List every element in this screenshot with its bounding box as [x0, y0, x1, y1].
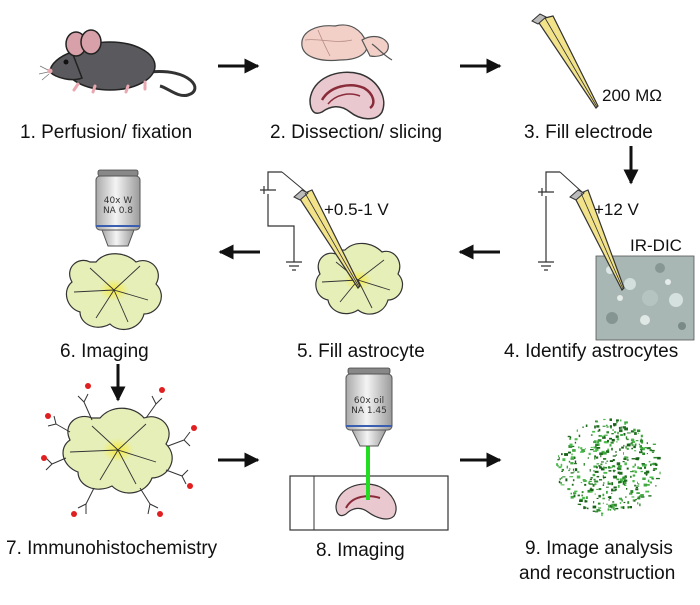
reconstruction-icon: [556, 418, 661, 517]
astrocyte-icon: [62, 407, 173, 494]
ground-symbol-left-circuit: [538, 171, 583, 271]
step-8-label: 8. Imaging: [316, 540, 405, 561]
oil-objective-na: NA 1.45: [351, 406, 387, 416]
water-objective-mag: 40x W: [103, 196, 133, 206]
brain-icon: [301, 24, 393, 62]
step-1-label: 1. Perfusion/ fixation: [20, 122, 193, 143]
step-6-label: 6. Imaging: [60, 341, 149, 362]
ground-symbol-center-circuit: [260, 171, 307, 271]
resistance-label: 200 MΩ: [602, 86, 662, 105]
step-9-label: 9. Image analysis: [525, 538, 673, 559]
voltage-fill-label: +0.5-1 V: [324, 200, 389, 219]
oil-objective-mag: 60x oil: [353, 396, 385, 406]
water-objective-label: 40x W NA 0.8: [98, 196, 138, 216]
step-5-label: 5. Fill astrocyte: [297, 341, 425, 362]
voltage-identify-label: +12 V: [594, 200, 639, 219]
antibody-tags: [41, 383, 197, 517]
water-objective-na: NA 0.8: [102, 206, 134, 216]
antibody-icon: [45, 393, 191, 515]
step-9-label-line2: and reconstruction: [519, 563, 676, 584]
ir-dic-label: IR-DIC: [630, 236, 682, 255]
astrocyte-icon: [65, 253, 162, 331]
step-7-label: 7. Immunohistochemistry: [6, 538, 218, 559]
electrode-icon: [293, 189, 361, 289]
mouse-icon: [38, 29, 197, 98]
step-3-label: 3. Fill electrode: [524, 122, 653, 143]
flow-arrows: [110, 58, 639, 468]
brain-slice-icon: [309, 71, 385, 120]
step-4-label: 4. Identify astrocytes: [504, 341, 679, 362]
ir-dic-image: [595, 255, 695, 341]
objective-icon: [345, 367, 393, 447]
astrocyte-icon: [315, 242, 403, 315]
electrode-icon: [531, 13, 599, 109]
electrode-icon: [569, 189, 625, 292]
objective-icon: [95, 169, 141, 247]
step-2-label: 2. Dissection/ slicing: [270, 122, 443, 143]
oil-objective-label: 60x oil NA 1.45: [346, 396, 392, 416]
